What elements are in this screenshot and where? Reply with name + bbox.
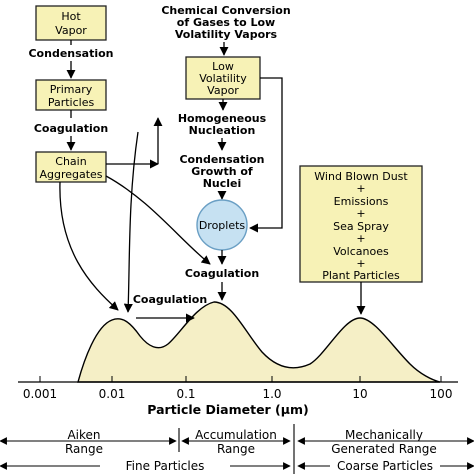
- wind-blown-line-2: +: [356, 182, 365, 195]
- droplets-label: Droplets: [199, 219, 246, 232]
- low-volatility-vapor-box: [185, 56, 261, 100]
- condensation-growth-line-1: Condensation: [179, 153, 264, 166]
- condensation-label: Condensation: [28, 47, 113, 60]
- wind-blown-line-6: +: [356, 232, 365, 245]
- homogeneous-nucleation-line-2: Nucleation: [189, 124, 256, 137]
- tick-label-10: 10: [352, 387, 367, 401]
- wind-blown-line-7: Volcanoes: [333, 245, 389, 258]
- homogeneous-nucleation-line-1: Homogeneous: [178, 112, 267, 125]
- accumulation-range-line-1: Accumulation: [195, 428, 277, 442]
- low-volatility-line-3: Vapor: [207, 84, 239, 97]
- condensation-growth-line-2: Growth of: [191, 165, 253, 178]
- tick-label-100: 100: [430, 387, 453, 401]
- low-volatility-line-1: Low: [212, 60, 234, 73]
- wind-blown-line-3: Emissions: [334, 195, 389, 208]
- nucleation-to-peak-arrow: [123, 131, 139, 313]
- coagulation-center-label: Coagulation: [185, 267, 259, 280]
- chain-to-aiken-peak-arrow: [59, 181, 119, 311]
- tick-label-1.0: 1.0: [262, 387, 281, 401]
- aiken-range-line-1: Aiken: [67, 428, 100, 442]
- vapor-to-droplets-arrow: [249, 77, 283, 233]
- primary-particles-line-2: Particles: [48, 96, 95, 109]
- fine-particles-label: Fine Particles: [126, 459, 205, 473]
- primary-particles-line-1: Primary: [50, 83, 93, 96]
- wind-blown-line-4: +: [356, 207, 365, 220]
- size-distribution-curve: [77, 301, 441, 383]
- wind-blown-line-8: +: [356, 257, 365, 270]
- chemical-conversion-line-2: of Gases to Low: [177, 16, 275, 29]
- x-axis-ticks: [39, 376, 442, 382]
- aiken-range-line-2: Range: [65, 442, 103, 456]
- chain-aggregates-line-2: Aggregates: [39, 168, 102, 181]
- mechanical-range-line-1: Mechanically: [345, 428, 423, 442]
- mechanical-range-line-2: Generated Range: [331, 442, 437, 456]
- coagulation-peak-label: Coagulation: [133, 293, 207, 306]
- accumulation-range-line-2: Range: [217, 442, 255, 456]
- wind-blown-line-1: Wind Blown Dust: [314, 170, 408, 183]
- hot-vapor-line-1: Hot: [61, 10, 81, 23]
- coarse-particles-label: Coarse Particles: [337, 459, 433, 473]
- chemical-conversion-line-1: Chemical Conversion: [161, 4, 290, 17]
- tick-label-0.1: 0.1: [176, 387, 195, 401]
- wind-blown-line-5: Sea Spray: [333, 220, 389, 233]
- chain-aggregates-line-1: Chain: [55, 155, 86, 168]
- hot-vapor-line-2: Vapor: [55, 24, 87, 37]
- chemical-conversion-line-3: Volatility Vapors: [175, 28, 278, 41]
- coagulation-left-label: Coagulation: [34, 122, 108, 135]
- tick-label-0.01: 0.01: [99, 387, 126, 401]
- x-axis-label: Particle Diameter (µm): [147, 402, 308, 417]
- chain-to-coagulation-arrow: [105, 175, 211, 265]
- tick-label-0.001: 0.001: [23, 387, 57, 401]
- chain-aggregates-box: [35, 151, 107, 183]
- low-volatility-line-2: Volatility: [199, 72, 247, 85]
- wind-blown-line-9: Plant Particles: [322, 269, 400, 282]
- condensation-growth-line-3: Nuclei: [203, 177, 242, 190]
- wind-blown-box: [299, 165, 423, 283]
